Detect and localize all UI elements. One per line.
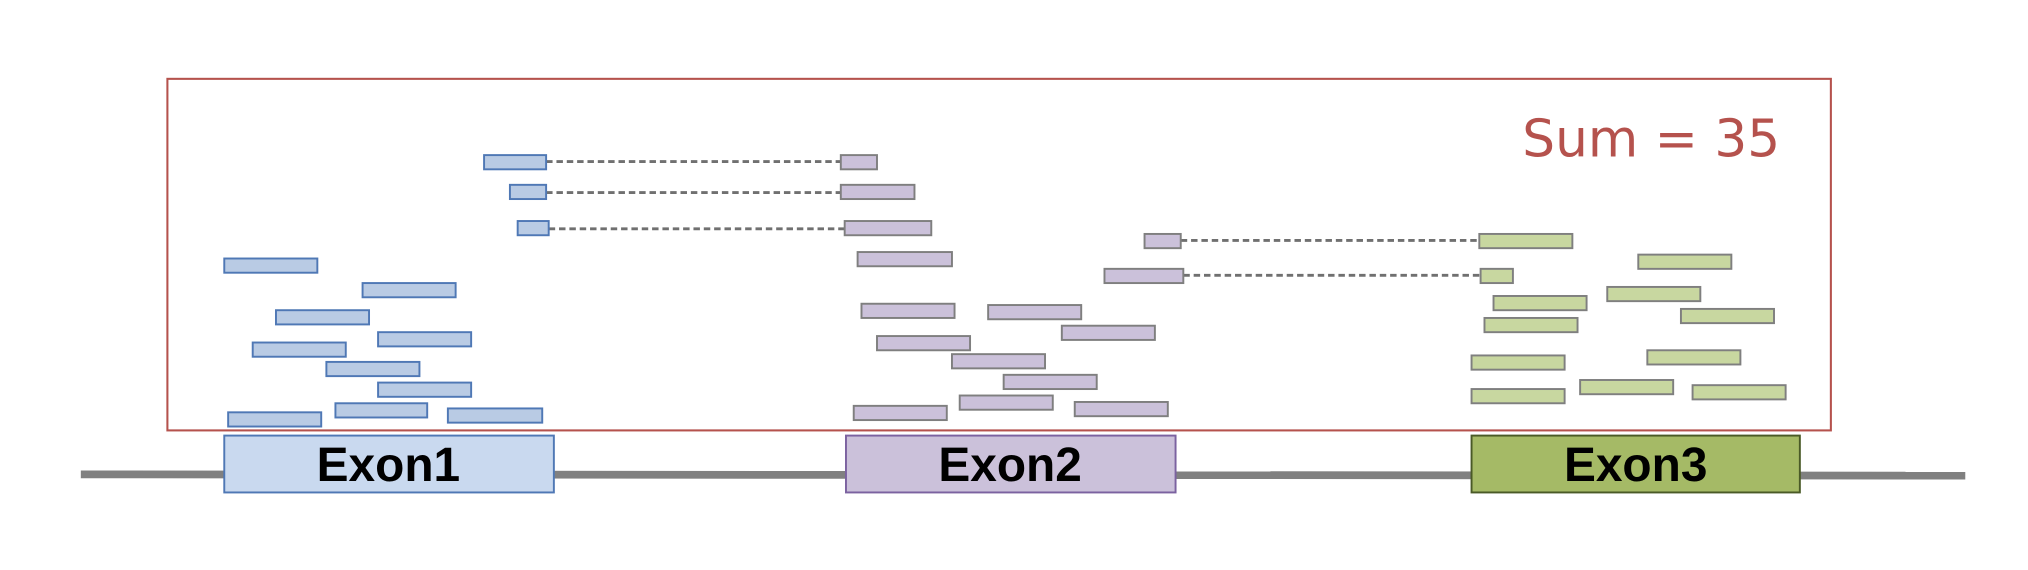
read-exon1 <box>377 381 473 398</box>
read-exon2 <box>1143 232 1182 250</box>
exon-3-box <box>1470 434 1801 494</box>
exon-1-label: Exon1 <box>317 439 460 492</box>
exon-3-label: Exon3 <box>1564 439 1707 492</box>
read-exon2 <box>839 183 916 201</box>
exon-2: Exon2 <box>845 434 1177 494</box>
read-exon1 <box>377 331 473 348</box>
read-exon2 <box>987 304 1083 321</box>
read-exon3 <box>1679 307 1775 325</box>
read-exon1 <box>223 257 319 274</box>
read-exon1 <box>334 402 429 419</box>
read-exon2 <box>839 154 878 171</box>
read-exon2 <box>860 302 956 319</box>
read-exon1 <box>251 341 347 358</box>
read-exon2 <box>1103 267 1185 285</box>
exon-2-box <box>845 434 1177 494</box>
exon-3: Exon3 <box>1470 434 1801 494</box>
read-exon2 <box>958 394 1054 411</box>
read-exon3 <box>1483 316 1579 334</box>
read-exon2 <box>843 220 933 237</box>
read-exon3 <box>1691 384 1787 401</box>
read-exon2 <box>852 404 948 422</box>
read-exon1 <box>446 407 544 424</box>
read-exon1 <box>483 154 548 171</box>
reads <box>223 154 1787 428</box>
exon-2-label: Exon2 <box>938 439 1081 492</box>
read-exon1 <box>361 282 457 299</box>
sum-label: Sum = 35 <box>1522 109 1780 169</box>
count-region-frame <box>166 77 1832 432</box>
exon-1-box <box>223 434 555 494</box>
read-exon3 <box>1470 388 1566 405</box>
read-exon2 <box>856 251 953 268</box>
junction-lines <box>546 160 1481 277</box>
read-exon2 <box>1060 324 1156 341</box>
read-exon3 <box>1606 285 1702 303</box>
read-exon3 <box>1579 379 1675 396</box>
read-exon3 <box>1478 232 1574 250</box>
read-exon2 <box>876 335 972 352</box>
exon-1: Exon1 <box>223 434 555 494</box>
read-exon1 <box>516 220 550 237</box>
read-exon1 <box>325 360 421 378</box>
read-exon3 <box>1646 349 1742 366</box>
read-exon3 <box>1470 354 1566 371</box>
read-exon3 <box>1492 295 1588 312</box>
read-exon1 <box>227 411 323 428</box>
read-exon3 <box>1637 253 1733 270</box>
read-exon2 <box>1002 373 1098 391</box>
read-exon1 <box>508 183 548 201</box>
read-exon2 <box>1073 401 1169 418</box>
read-exon1 <box>275 309 371 326</box>
read-exon2 <box>950 353 1046 370</box>
read-exon3 <box>1479 267 1514 285</box>
